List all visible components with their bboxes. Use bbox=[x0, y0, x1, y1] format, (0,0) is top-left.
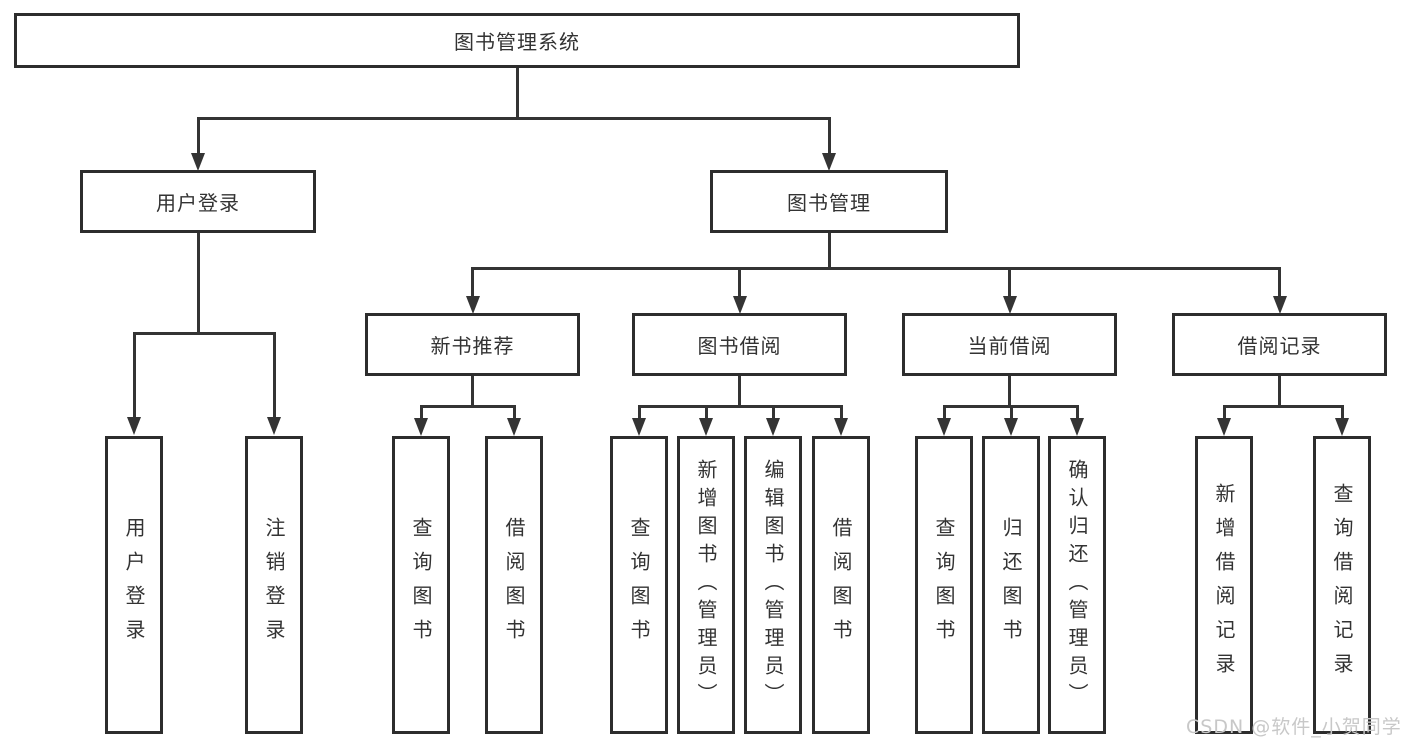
arrow-down-icon bbox=[632, 418, 646, 436]
arrow-down-icon bbox=[267, 417, 281, 435]
connector-line bbox=[1340, 406, 1344, 419]
arrow-down-icon bbox=[465, 296, 480, 314]
node-label: 查询图书 bbox=[627, 517, 651, 653]
node-label: 用户登录 bbox=[122, 517, 146, 653]
connector-line bbox=[419, 404, 516, 408]
node-leaf-borrow-books: 借阅图书 bbox=[485, 436, 543, 734]
node-leaf-query-books: 查询图书 bbox=[610, 436, 668, 734]
node-label: 用户登录 bbox=[156, 191, 240, 215]
connector-line bbox=[1222, 404, 1344, 408]
node-label: 当前借阅 bbox=[967, 334, 1052, 358]
node-leaf-edit-book-admin: 编辑图书（管理员） bbox=[744, 436, 802, 734]
arrow-down-icon bbox=[127, 417, 141, 435]
connector-line bbox=[827, 233, 831, 270]
node-label: 查询图书 bbox=[409, 517, 433, 653]
node-label: 新增借阅记录 bbox=[1212, 483, 1236, 687]
node-book-borrow: 图书借阅 bbox=[632, 313, 847, 376]
node-leaf-add-book-admin: 新增图书（管理员） bbox=[677, 436, 735, 734]
connector-line bbox=[1222, 406, 1226, 419]
node-label: 编辑图书（管理员） bbox=[761, 459, 785, 711]
node-leaf-query-books: 查询图书 bbox=[915, 436, 973, 734]
connector-line bbox=[132, 333, 136, 418]
node-leaf-confirm-return-admin: 确认归还（管理员） bbox=[1048, 436, 1106, 734]
node-label: 查询借阅记录 bbox=[1330, 483, 1354, 687]
node-label: 查询图书 bbox=[932, 517, 956, 653]
connector-line bbox=[1008, 376, 1011, 407]
arrow-down-icon bbox=[766, 418, 780, 436]
arrow-down-icon bbox=[732, 296, 747, 314]
node-leaf-query-books: 查询图书 bbox=[392, 436, 450, 734]
connector-line bbox=[771, 406, 775, 419]
connector-line bbox=[1009, 406, 1013, 419]
connector-line bbox=[132, 331, 276, 335]
node-current-borrow: 当前借阅 bbox=[902, 313, 1117, 376]
node-leaf-logout: 注销登录 bbox=[245, 436, 303, 734]
node-label: 图书管理 bbox=[787, 191, 871, 215]
connector-line bbox=[1278, 268, 1281, 297]
node-label: 新书推荐 bbox=[430, 334, 515, 358]
arrow-down-icon bbox=[414, 418, 428, 436]
connector-line bbox=[637, 404, 843, 408]
arrow-down-icon bbox=[1335, 418, 1349, 436]
connector-line bbox=[471, 266, 1281, 270]
node-label: 确认归还（管理员） bbox=[1065, 459, 1089, 711]
connector-line bbox=[419, 406, 423, 419]
node-user-login: 用户登录 bbox=[80, 170, 316, 233]
connector-line bbox=[738, 376, 741, 407]
node-label: 新增图书（管理员） bbox=[694, 459, 718, 711]
node-label: 注销登录 bbox=[262, 517, 286, 653]
connector-line bbox=[942, 406, 946, 419]
connector-line bbox=[1278, 376, 1281, 407]
connector-line bbox=[512, 406, 516, 419]
node-label: 图书借阅 bbox=[697, 334, 782, 358]
connector-line bbox=[272, 333, 276, 418]
connector-line bbox=[1008, 268, 1011, 297]
connector-line bbox=[738, 268, 741, 297]
arrow-down-icon bbox=[1002, 296, 1017, 314]
connector-line bbox=[471, 268, 474, 297]
node-borrow-record: 借阅记录 bbox=[1172, 313, 1387, 376]
node-root: 图书管理系统 bbox=[14, 13, 1020, 68]
connector-line bbox=[1075, 406, 1079, 419]
arrow-down-icon bbox=[1004, 418, 1018, 436]
watermark: CSDN @软件_小贺同学 bbox=[1186, 716, 1402, 738]
node-label: 借阅图书 bbox=[829, 517, 853, 653]
arrow-down-icon bbox=[1217, 418, 1231, 436]
connector-line bbox=[196, 116, 831, 120]
arrow-down-icon bbox=[507, 418, 521, 436]
node-label: 图书管理系统 bbox=[454, 30, 580, 54]
connector-line bbox=[196, 118, 200, 154]
node-leaf-borrow-books: 借阅图书 bbox=[812, 436, 870, 734]
connector-line bbox=[839, 406, 843, 419]
node-new-book-recommend: 新书推荐 bbox=[365, 313, 580, 376]
arrow-down-icon bbox=[1070, 418, 1084, 436]
node-book-management: 图书管理 bbox=[710, 170, 948, 233]
connector-line bbox=[704, 406, 708, 419]
arrow-down-icon bbox=[822, 153, 836, 171]
node-label: 借阅图书 bbox=[502, 517, 526, 653]
arrow-down-icon bbox=[1272, 296, 1287, 314]
node-leaf-add-borrow-record: 新增借阅记录 bbox=[1195, 436, 1253, 734]
arrow-down-icon bbox=[191, 153, 205, 171]
connector-line bbox=[827, 118, 831, 154]
connector-line bbox=[637, 406, 641, 419]
node-leaf-user-login: 用户登录 bbox=[105, 436, 163, 734]
node-leaf-query-borrow-record: 查询借阅记录 bbox=[1313, 436, 1371, 734]
node-leaf-return-books: 归还图书 bbox=[982, 436, 1040, 734]
node-label: 归还图书 bbox=[999, 517, 1023, 653]
connector-line bbox=[471, 376, 474, 407]
arrow-down-icon bbox=[699, 418, 713, 436]
node-label: 借阅记录 bbox=[1237, 334, 1322, 358]
connector-line bbox=[196, 233, 200, 335]
connector-line bbox=[515, 68, 519, 120]
arrow-down-icon bbox=[834, 418, 848, 436]
arrow-down-icon bbox=[937, 418, 951, 436]
